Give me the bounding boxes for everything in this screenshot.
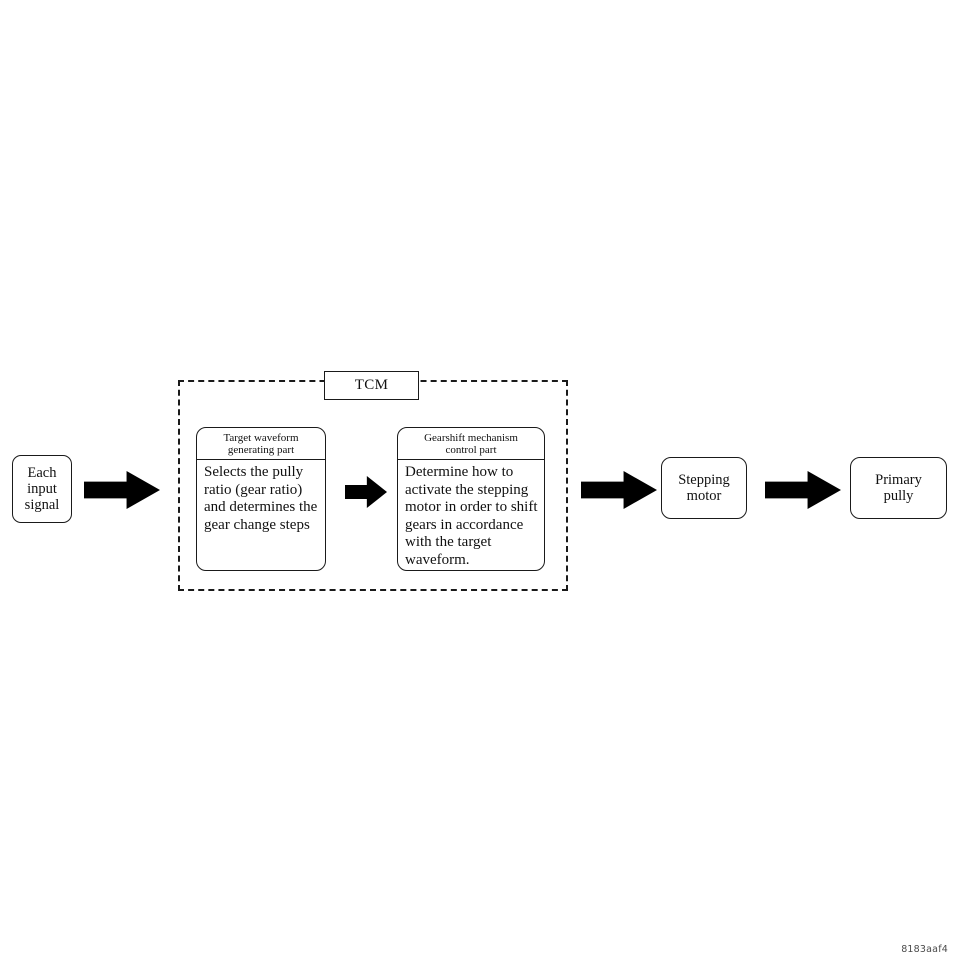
part-target-waveform-generating: Target waveform generating part Selects …: [196, 427, 326, 571]
node-primary-pully: Primary pully: [850, 457, 947, 519]
part-gearshift-body: Determine how to activate the stepping m…: [405, 464, 538, 568]
part-gearshift-header: Gearshift mechanism control part: [398, 428, 544, 461]
node-each-input-signal: Each input signal: [12, 455, 72, 523]
part-target-waveform-body: Selects the pully ratio (gear ratio) and…: [204, 464, 318, 533]
part-target-waveform-header: Target waveform generating part: [197, 428, 325, 461]
node-primary-pully-label: Primary pully: [875, 471, 922, 504]
tcm-title-box: TCM: [324, 371, 419, 400]
arrow-stepping-motor-to-primary-pully: [765, 471, 841, 509]
node-stepping-motor: Stepping motor: [661, 457, 747, 519]
tcm-title-label: TCM: [354, 377, 389, 393]
arrow-tcm-to-stepping-motor: [581, 471, 657, 509]
node-stepping-motor-label: Stepping motor: [678, 471, 730, 504]
part-gearshift-mechanism-control: Gearshift mechanism control part Determi…: [397, 427, 545, 571]
arrow-input-to-tcm: [84, 471, 160, 509]
node-each-input-signal-label: Each input signal: [24, 464, 60, 514]
figure-id-label: 8183aaf4: [901, 944, 948, 955]
